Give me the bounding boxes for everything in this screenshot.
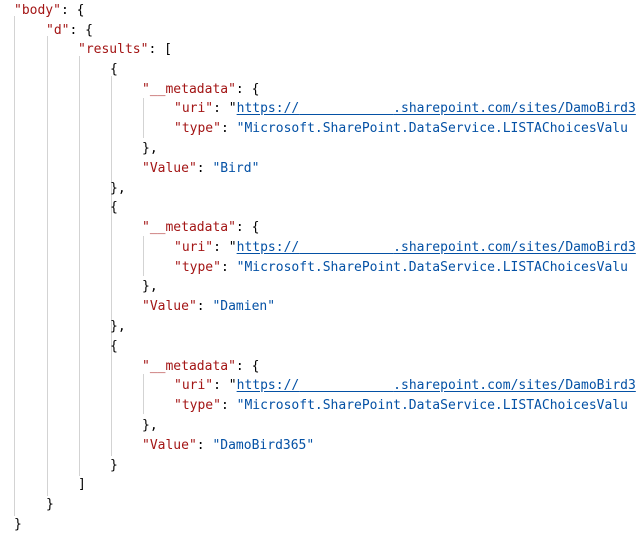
- json-line-results: "results": [: [78, 42, 172, 57]
- json-line-value: "Value": "DamoBird365": [142, 438, 315, 453]
- body-key: "body": [14, 3, 61, 18]
- json-line-uri: "uri": "https:// .sharepoint.com/sites/D…: [174, 101, 636, 116]
- indent-guide: [111, 76, 112, 456]
- indent-guide: [14, 16, 15, 516]
- json-line-value: "Value": "Damien": [142, 299, 276, 314]
- json-line-metadata: "__metadata": {: [142, 220, 260, 235]
- json-line-type: "type": "Microsoft.SharePoint.DataServic…: [174, 398, 628, 413]
- indent-guide: [79, 56, 80, 476]
- indent-guide: [143, 98, 144, 138]
- value-text: "DamoBird365": [212, 438, 315, 453]
- array-close: ]: [78, 477, 86, 492]
- json-line-uri: "uri": "https:// .sharepoint.com/sites/D…: [174, 378, 636, 393]
- object-close: },: [142, 418, 158, 433]
- object-close: },: [142, 141, 158, 156]
- type-key: "type": [174, 121, 221, 136]
- object-open: {: [110, 62, 118, 77]
- type-value: "Microsoft.SharePoint.DataService.LISTAC…: [236, 398, 628, 413]
- object-close: },: [110, 319, 126, 334]
- uri-key: "uri": [174, 240, 214, 255]
- object-close: },: [110, 181, 126, 196]
- object-close: }: [46, 497, 54, 512]
- value-key: "Value": [142, 438, 197, 453]
- uri-link[interactable]: https:// .sharepoint.com/sites/DamoBird3: [236, 101, 636, 116]
- object-close: }: [14, 517, 22, 532]
- type-key: "type": [174, 260, 221, 275]
- json-line-metadata: "__metadata": {: [142, 359, 260, 374]
- value-key: "Value": [142, 161, 197, 176]
- indent-guide: [47, 36, 48, 496]
- uri-key: "uri": [174, 378, 214, 393]
- metadata-key: "__metadata": [142, 220, 236, 235]
- results-key: "results": [78, 42, 149, 57]
- json-line-uri: "uri": "https:// .sharepoint.com/sites/D…: [174, 240, 636, 255]
- value-key: "Value": [142, 299, 197, 314]
- object-open: {: [110, 339, 118, 354]
- json-line-body: "body": {: [14, 3, 85, 18]
- object-open: {: [110, 200, 118, 215]
- uri-link[interactable]: https:// .sharepoint.com/sites/DamoBird3: [236, 240, 636, 255]
- indent-guide: [143, 236, 144, 276]
- metadata-key: "__metadata": [142, 359, 236, 374]
- type-value: "Microsoft.SharePoint.DataService.LISTAC…: [236, 121, 628, 136]
- value-text: "Damien": [212, 299, 276, 314]
- uri-link[interactable]: https:// .sharepoint.com/sites/DamoBird3: [236, 378, 636, 393]
- json-line-type: "type": "Microsoft.SharePoint.DataServic…: [174, 121, 628, 136]
- json-line-type: "type": "Microsoft.SharePoint.DataServic…: [174, 260, 628, 275]
- value-text: "Bird": [212, 161, 260, 176]
- indent-guide: [143, 374, 144, 414]
- type-value: "Microsoft.SharePoint.DataService.LISTAC…: [236, 260, 628, 275]
- json-line-metadata: "__metadata": {: [142, 82, 260, 97]
- json-line-d: "d": {: [46, 23, 93, 38]
- object-close: },: [142, 279, 158, 294]
- type-key: "type": [174, 398, 221, 413]
- uri-key: "uri": [174, 101, 214, 116]
- json-viewer: "body": { "d": { "results": [ { "__metad…: [14, 3, 636, 532]
- object-close: }: [110, 458, 118, 473]
- d-key: "d": [46, 23, 70, 38]
- json-line-value: "Value": "Bird": [142, 161, 260, 176]
- metadata-key: "__metadata": [142, 82, 236, 97]
